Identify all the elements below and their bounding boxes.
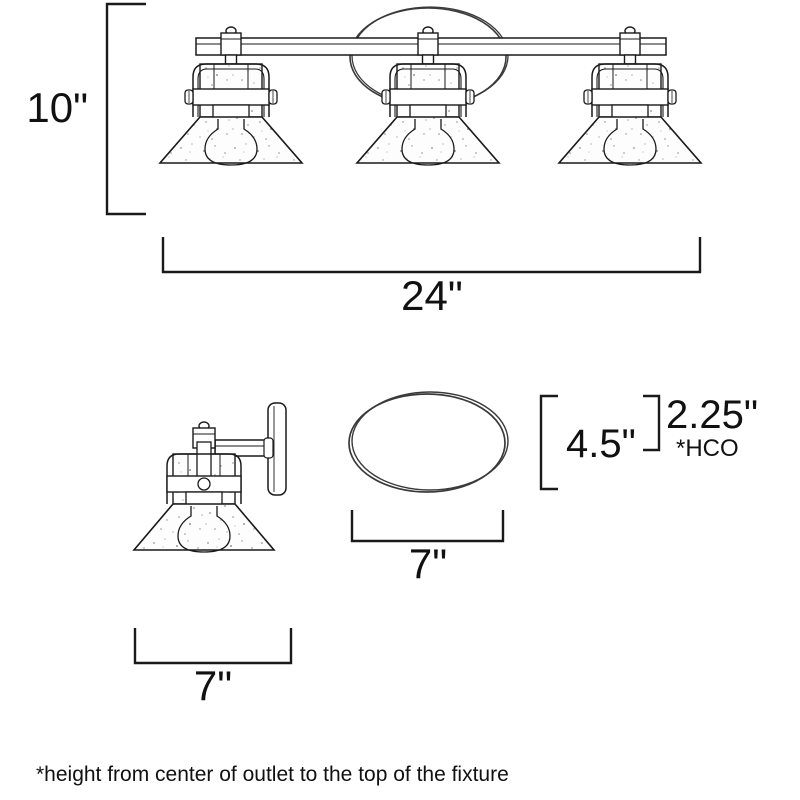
wall-mount-plate <box>267 402 287 496</box>
front-elevation-view <box>159 6 702 166</box>
hco-dimension-label: 2.25" <box>666 393 758 437</box>
backplate-width-dimension-label: 7" <box>409 540 447 587</box>
width-dimension-label: 24" <box>401 272 463 319</box>
footnote-text: *height from center of outlet to the top… <box>36 763 509 786</box>
backplate-width-dimension-7in: 7" <box>350 510 505 587</box>
oval-backplate-plan <box>348 391 509 493</box>
width-dimension-24in: 24" <box>161 237 702 319</box>
height-dimension-10in: 10" <box>26 2 146 216</box>
extension-dimension-7in: 7" <box>133 628 293 709</box>
extension-dimension-label: 7" <box>194 662 232 709</box>
height-dimension-label: 10" <box>26 84 88 131</box>
backplate-height-dimension-4point5in: 4.5" <box>539 394 636 491</box>
hco-sub-label: *HCO <box>676 435 739 462</box>
backplate-height-dimension-label: 4.5" <box>566 422 636 466</box>
hco-dimension-2point25in: 2.25" *HCO <box>643 393 758 462</box>
side-elevation-view <box>133 402 287 553</box>
